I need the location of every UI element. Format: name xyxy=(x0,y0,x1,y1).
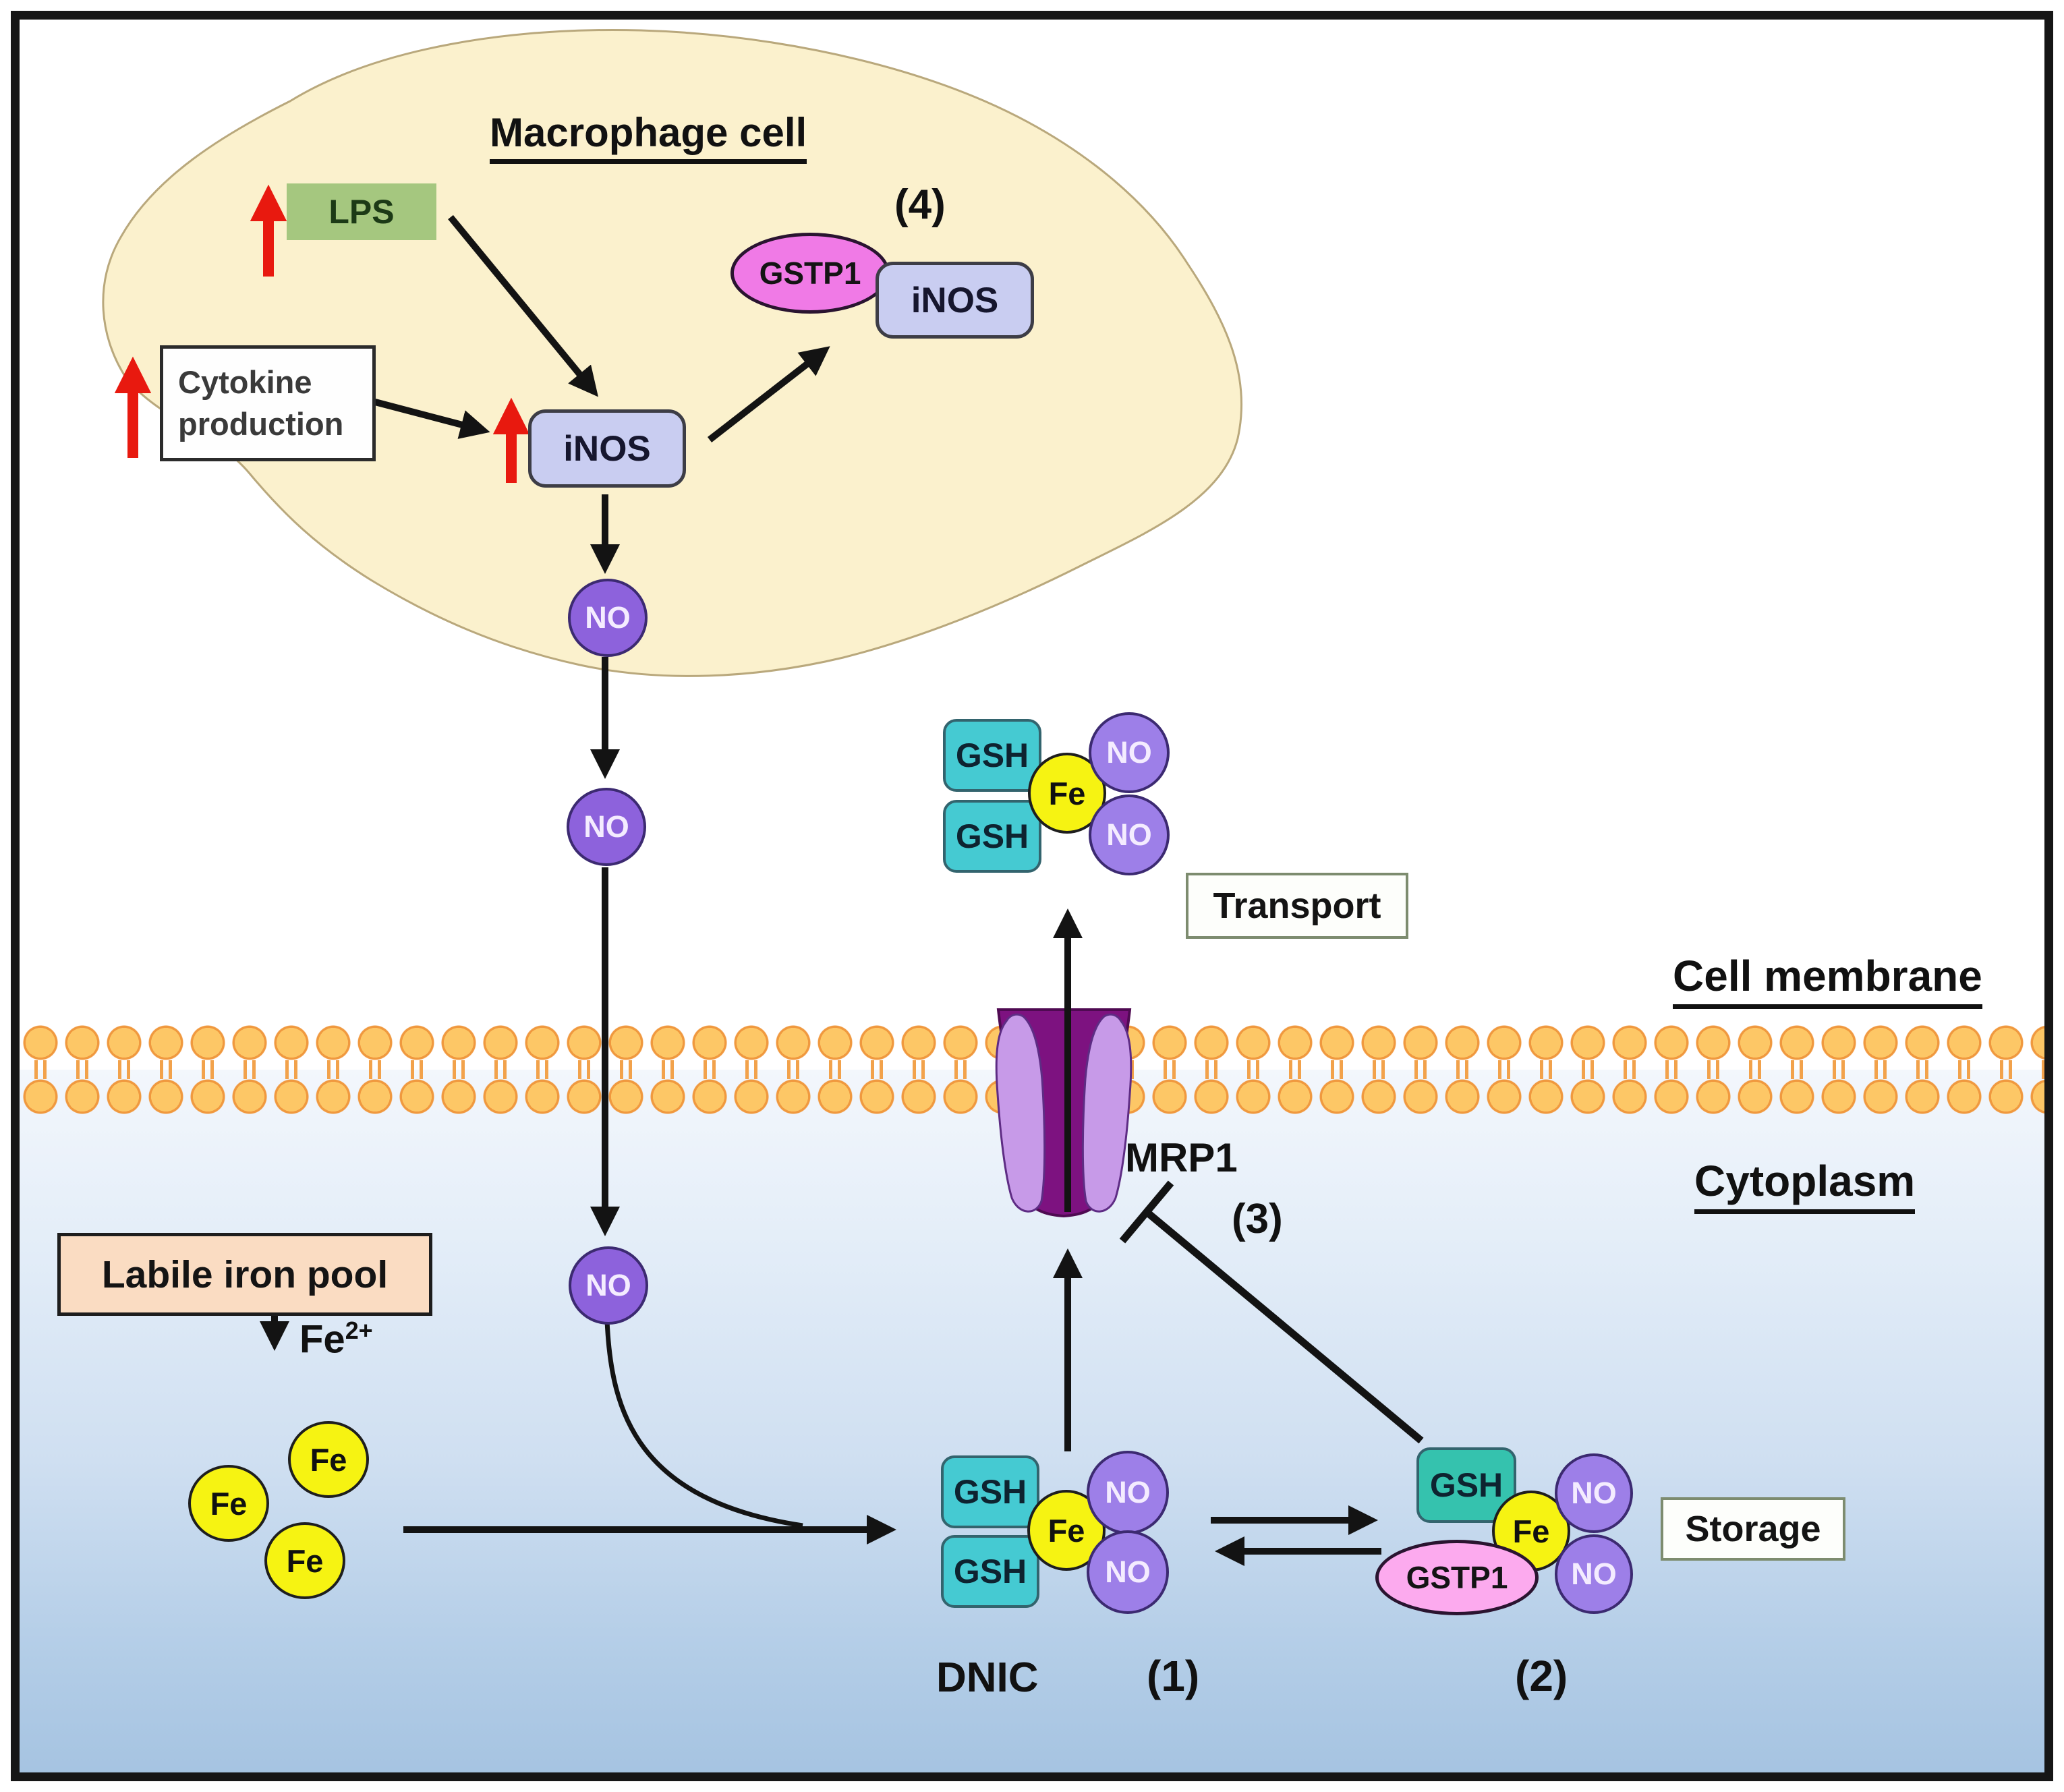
fe-label: Fe xyxy=(1048,1512,1085,1549)
gsh-label: GSH xyxy=(953,1553,1027,1590)
cytoplasm-label: Cytoplasm xyxy=(1694,1156,1916,1214)
fe-label: Fe xyxy=(310,1441,347,1478)
inos-complex-label: iNOS xyxy=(911,280,999,320)
arrow-lps-to-inos xyxy=(448,214,598,397)
fe-label: Fe xyxy=(286,1542,324,1579)
no-label: NO xyxy=(1106,817,1152,852)
mrp1-label: MRP1 xyxy=(1125,1135,1238,1180)
no-label: NO xyxy=(1106,735,1152,770)
fe2-ion-label: Fe2+ xyxy=(299,1317,373,1362)
no-dnic-2: NO xyxy=(1087,1530,1169,1614)
lps-box: LPS xyxy=(287,183,436,240)
gsh-label: GSH xyxy=(1429,1466,1503,1504)
cell-membrane-label: Cell membrane xyxy=(1673,951,1982,1009)
fe-pool-1: Fe xyxy=(288,1421,369,1498)
gsh-label: GSH xyxy=(955,817,1029,855)
no-label: NO xyxy=(1571,1476,1617,1510)
transport-box: Transport xyxy=(1186,873,1408,939)
fe-label: Fe xyxy=(210,1485,248,1522)
no-molecule-2: NO xyxy=(567,788,646,866)
macrophage-title: Macrophage cell xyxy=(490,109,807,164)
arrow-cytokine-to-inos xyxy=(374,399,490,439)
dnic-label: DNIC xyxy=(936,1654,1039,1701)
inos-box: iNOS xyxy=(528,409,686,488)
cytokine-production-box: Cytokine production xyxy=(160,345,376,461)
no-label: NO xyxy=(1105,1555,1151,1589)
gsh-label: GSH xyxy=(955,736,1029,774)
gsh-box-dnic-2: GSH xyxy=(941,1535,1039,1608)
gstp1-inos-ellipse: GSTP1 xyxy=(730,233,890,314)
gsh-label: GSH xyxy=(953,1473,1027,1511)
no-label: NO xyxy=(1105,1475,1151,1509)
no-molecule-3: NO xyxy=(569,1246,648,1325)
inhibition-line-3 xyxy=(1119,1180,1424,1444)
cytokine-label: Cytokine production xyxy=(178,364,344,442)
no-molecule-1: NO xyxy=(568,579,648,657)
step1-label: (1) xyxy=(1147,1652,1200,1700)
equilibrium-arrows xyxy=(1211,1505,1381,1567)
no-dnic-1: NO xyxy=(1087,1451,1169,1534)
no-label: NO xyxy=(1571,1557,1617,1591)
no-transport-2: NO xyxy=(1089,794,1170,875)
inos-complex-box: iNOS xyxy=(876,262,1034,339)
gstp1-label: GSTP1 xyxy=(759,256,861,291)
storage-box: Storage xyxy=(1661,1497,1845,1561)
labile-iron-pool-box: Labile iron pool xyxy=(57,1233,432,1316)
storage-label: Storage xyxy=(1685,1509,1821,1549)
no-label: NO xyxy=(585,600,631,635)
gsh-box-transport-1: GSH xyxy=(943,719,1041,792)
no-transport-1: NO xyxy=(1089,712,1170,793)
gstp1-label: GSTP1 xyxy=(1406,1560,1508,1595)
fe-label: Fe xyxy=(1512,1513,1550,1549)
gsh-box-transport-2: GSH xyxy=(943,800,1041,873)
fe-label: Fe xyxy=(1048,775,1086,811)
arrow-inos-to-gstp1-inos xyxy=(707,346,830,442)
no-label: NO xyxy=(585,1268,631,1302)
labile-iron-pool-label: Labile iron pool xyxy=(101,1252,389,1296)
fe-pool-3: Fe xyxy=(264,1522,345,1599)
lps-label: LPS xyxy=(328,193,395,231)
step2-label: (2) xyxy=(1515,1652,1568,1700)
no-storage-2: NO xyxy=(1555,1534,1633,1614)
step3-label: (3) xyxy=(1232,1196,1283,1242)
no-storage-1: NO xyxy=(1555,1453,1633,1533)
mrp1-transporter xyxy=(995,1008,1133,1218)
gsh-box-dnic-1: GSH xyxy=(941,1455,1039,1528)
step4-label: (4) xyxy=(894,181,946,228)
transport-label: Transport xyxy=(1213,886,1381,926)
inos-label: iNOS xyxy=(563,428,651,469)
no-label: NO xyxy=(583,809,629,844)
fe-pool-2: Fe xyxy=(188,1465,269,1542)
gstp1-storage-ellipse: GSTP1 xyxy=(1375,1540,1539,1615)
curve-no-to-dnic xyxy=(604,1320,803,1528)
